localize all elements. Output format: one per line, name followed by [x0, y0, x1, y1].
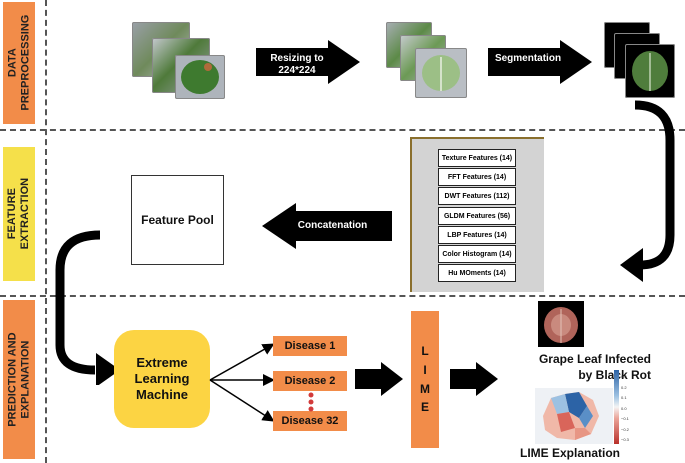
arrow-to-elm	[55, 230, 120, 385]
separator-bottom	[0, 295, 685, 297]
elm-label-line2: Learning	[134, 370, 190, 386]
concatenation-label-text: Concatenation	[297, 220, 368, 231]
feature-item: LBP Features (14)	[438, 226, 516, 244]
colorbar-tick: 0.3	[621, 374, 627, 379]
feature-item: DWT Features (112)	[438, 187, 516, 205]
lime-box: L I M E	[411, 311, 439, 448]
elm-model-box: Extreme Learning Machine	[114, 330, 210, 428]
feature-item-label: FFT Features (14)	[447, 173, 507, 181]
feature-item-label: Texture Features (14)	[441, 154, 513, 162]
segmentation-label: Segmentation	[492, 53, 564, 65]
concatenation-label: Concatenation	[285, 220, 380, 232]
colorbar-tick: 0.2	[621, 384, 627, 390]
ellipsis-dots-icon	[308, 392, 314, 412]
curved-arrow-to-features	[620, 100, 675, 282]
lime-colorbar-ticks: 0.3 0.2 0.1 0.0 −0.1 −0.2 −0.3	[621, 374, 629, 442]
lime-letter: L	[421, 344, 429, 359]
feature-item-label: GLDM Features (56)	[443, 212, 511, 220]
leaf-image-icon	[422, 55, 460, 91]
feature-item: Color Histogram (14)	[438, 245, 516, 263]
lime-letter: M	[420, 381, 430, 396]
lime-explanation-text: LIME Explanation	[519, 446, 620, 460]
separator-top	[0, 129, 685, 131]
feature-item: Texture Features (14)	[438, 149, 516, 167]
resize-label-line2: 224*224	[278, 64, 316, 76]
lime-letter: I	[423, 362, 427, 377]
stage-extraction-line1: FEATURE	[6, 188, 19, 240]
feature-item: Hu MOments (14)	[438, 264, 516, 282]
segmented-leaf-icon	[632, 51, 668, 91]
lime-letter: E	[420, 400, 429, 415]
disease-label: Disease 1	[284, 340, 336, 352]
concatenation-arrow	[262, 203, 392, 249]
arrow-to-results	[450, 362, 498, 396]
segmentation-label-text: Segmentation	[494, 53, 562, 64]
stage-preprocessing-line1: DATA	[6, 48, 19, 78]
lime-colorbar	[614, 370, 619, 444]
segmentation-arrow	[488, 40, 592, 84]
disease-label: Disease 2	[284, 375, 336, 387]
feature-pool-label: Feature Pool	[141, 213, 214, 227]
stage-extraction: FEATURE EXTRACTION	[3, 147, 35, 281]
lime-heatmap-icon	[543, 392, 599, 440]
lime-heatmap-image	[535, 388, 613, 444]
elm-label-line3: Machine	[135, 387, 188, 403]
disease-box: Disease 32	[273, 411, 347, 431]
elm-to-disease-arrows	[209, 343, 275, 422]
colorbar-tick: 0.0	[621, 405, 627, 411]
stage-extraction-line2: EXTRACTION	[19, 178, 31, 250]
feature-item-label: Hu MOments (14)	[448, 269, 506, 277]
feature-item: GLDM Features (56)	[438, 207, 516, 225]
elm-label-line1: Extreme	[136, 354, 188, 370]
separator-vertical	[45, 0, 47, 463]
disease-box: Disease 1	[273, 336, 347, 356]
infected-leaf-icon	[544, 307, 578, 343]
colorbar-tick: 0.1	[621, 395, 627, 400]
lime-explanation-caption: LIME Explanation	[505, 446, 635, 460]
stage-prediction-line2: EXPLANATION	[19, 340, 32, 419]
feature-item: FFT Features (14)	[438, 168, 516, 186]
resize-arrow	[256, 40, 360, 84]
feature-item-label: LBP Features (14)	[447, 231, 507, 239]
arrow-to-lime	[355, 362, 403, 396]
disease-box: Disease 2	[273, 371, 347, 391]
feature-pool-box: Feature Pool	[131, 175, 224, 265]
stage-preprocessing: DATA PREPROCESSING	[3, 2, 35, 124]
resize-label-line1: Resizing to	[270, 53, 324, 64]
disease-label: Disease 32	[281, 415, 339, 427]
infected-leaf-image	[538, 301, 584, 347]
stage-preprocessing-line2: PREPROCESSING	[19, 15, 31, 111]
feature-item-label: DWT Features (112)	[444, 192, 510, 200]
resize-label: Resizing to 224*224	[262, 53, 332, 76]
colorbar-tick: −0.3	[621, 437, 629, 442]
stage-prediction-line1: PREDICTION AND	[6, 332, 19, 427]
result-caption-line1: Grape Leaf Infected	[538, 352, 651, 366]
colorbar-tick: −0.1	[621, 416, 629, 421]
stage-prediction: PREDICTION AND EXPLANATION	[3, 300, 35, 459]
colorbar-tick: −0.2	[621, 426, 629, 432]
leaf-image-icon	[181, 60, 219, 94]
feature-item-label: Color Histogram (14)	[442, 250, 512, 258]
